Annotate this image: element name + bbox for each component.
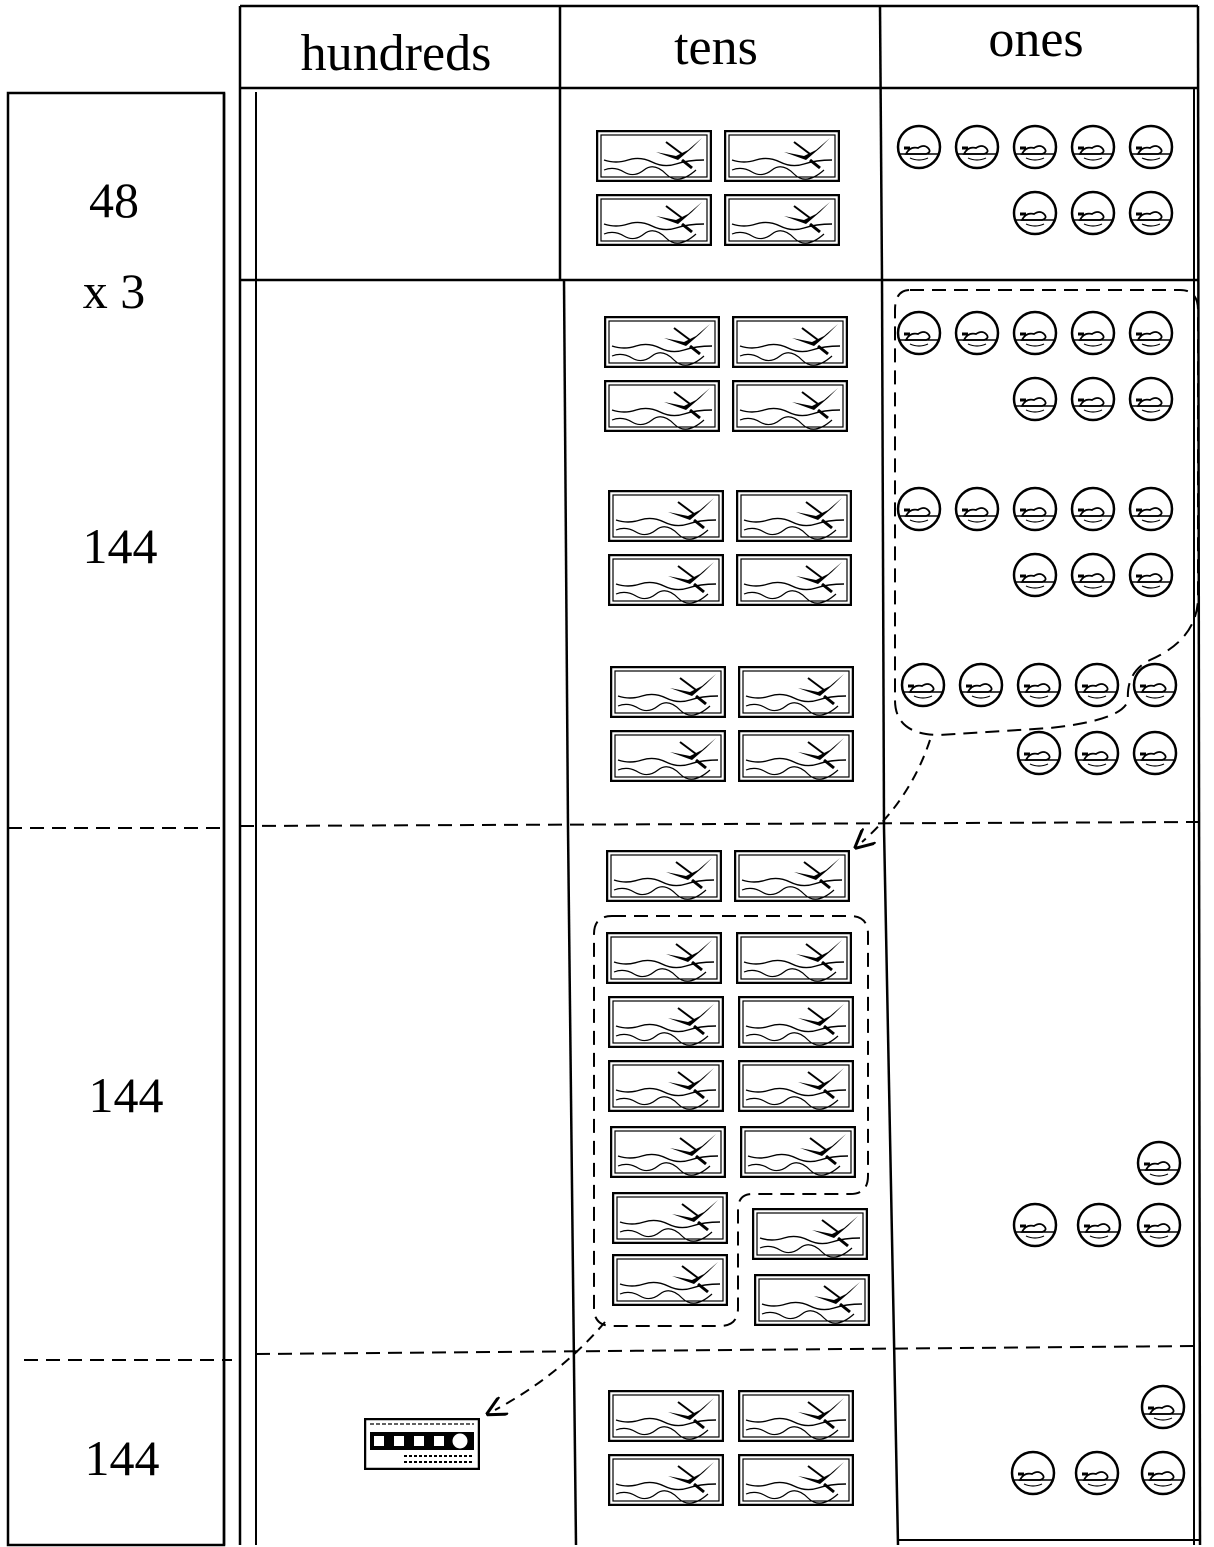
ten-bill-icon (737, 491, 851, 541)
ten-bill-icon (733, 317, 847, 367)
one-coin-icon (1076, 664, 1118, 706)
one-coin-icon (1072, 378, 1114, 420)
one-coin-icon (1072, 126, 1114, 168)
ten-bill-icon (613, 1255, 727, 1305)
one-coin-icon (960, 664, 1002, 706)
one-coin-icon (1130, 312, 1172, 354)
ten-bill-icon (607, 851, 721, 901)
one-coin-icon (956, 126, 998, 168)
header-tens: tens (674, 19, 758, 76)
ten-bill-icon (753, 1209, 867, 1259)
ten-bill-icon (737, 933, 851, 983)
row1-label-top: 48 (89, 172, 139, 228)
row2-label: 144 (83, 518, 158, 574)
ten-bill-icon (605, 381, 719, 431)
ten-bill-icon (597, 195, 711, 245)
ten-bill-icon (735, 851, 849, 901)
one-coin-icon (898, 126, 940, 168)
one-coin-icon (1076, 732, 1118, 774)
ten-bill-icon (739, 731, 853, 781)
ten-bill-icon (607, 933, 721, 983)
ones-to-tens-arrow (862, 740, 930, 842)
header-ones: ones (988, 11, 1083, 68)
one-coin-icon (1142, 1452, 1184, 1494)
ten-bill-icon (611, 667, 725, 717)
one-coin-icon (1014, 378, 1056, 420)
manipulatives (365, 126, 1184, 1505)
one-coin-icon (1138, 1142, 1180, 1184)
ten-bill-icon (609, 491, 723, 541)
ten-bill-icon (605, 317, 719, 367)
one-coin-icon (1014, 312, 1056, 354)
ten-bill-icon (741, 1127, 855, 1177)
one-coin-icon (1130, 378, 1172, 420)
one-coin-icon (1134, 732, 1176, 774)
one-coin-icon (1072, 312, 1114, 354)
one-coin-icon (956, 488, 998, 530)
ten-bill-icon (739, 997, 853, 1047)
ten-bill-icon (739, 1455, 853, 1505)
one-coin-icon (898, 312, 940, 354)
one-coin-icon (1018, 664, 1060, 706)
row3-label: 144 (89, 1067, 164, 1123)
one-coin-icon (1134, 664, 1176, 706)
one-coin-icon (898, 488, 940, 530)
ten-bill-icon (739, 1061, 853, 1111)
one-coin-icon (1130, 488, 1172, 530)
one-coin-icon (1078, 1204, 1120, 1246)
one-coin-icon (1072, 554, 1114, 596)
one-coin-icon (1142, 1386, 1184, 1428)
ten-bill-icon (755, 1275, 869, 1325)
one-coin-icon (1014, 554, 1056, 596)
ten-bill-icon (613, 1193, 727, 1243)
ten-bill-icon (737, 555, 851, 605)
one-coin-icon (1014, 192, 1056, 234)
one-coin-icon (1130, 126, 1172, 168)
row4-label: 144 (85, 1430, 160, 1486)
ten-bill-icon (609, 1391, 723, 1441)
one-coin-icon (1012, 1452, 1054, 1494)
ten-bill-icon (739, 667, 853, 717)
row1-label-bottom: x 3 (83, 263, 146, 319)
one-coin-icon (1014, 1204, 1056, 1246)
one-coin-icon (1018, 732, 1060, 774)
ten-bill-icon (611, 1127, 725, 1177)
one-coin-icon (1130, 554, 1172, 596)
hundred-bill-icon (365, 1419, 479, 1469)
ten-bill-icon (611, 731, 725, 781)
ten-bill-icon (739, 1391, 853, 1441)
one-coin-icon (1072, 488, 1114, 530)
ten-bill-icon (725, 131, 839, 181)
one-coin-icon (1072, 192, 1114, 234)
ten-bill-icon (597, 131, 711, 181)
ten-bill-icon (725, 195, 839, 245)
one-coin-icon (956, 312, 998, 354)
ten-bill-icon (609, 555, 723, 605)
header-hundreds: hundreds (301, 25, 492, 82)
one-coin-icon (902, 664, 944, 706)
one-coin-icon (1014, 488, 1056, 530)
one-coin-icon (1130, 192, 1172, 234)
one-coin-icon (1076, 1452, 1118, 1494)
ten-bill-icon (609, 1061, 723, 1111)
label-panel: 48 x 3 144 144 144 (8, 93, 232, 1545)
tens-to-hundreds-arrow (495, 1322, 605, 1410)
one-coin-icon (1138, 1204, 1180, 1246)
ten-bill-icon (609, 997, 723, 1047)
one-coin-icon (1014, 126, 1056, 168)
ten-bill-icon (733, 381, 847, 431)
ten-bill-icon (609, 1455, 723, 1505)
